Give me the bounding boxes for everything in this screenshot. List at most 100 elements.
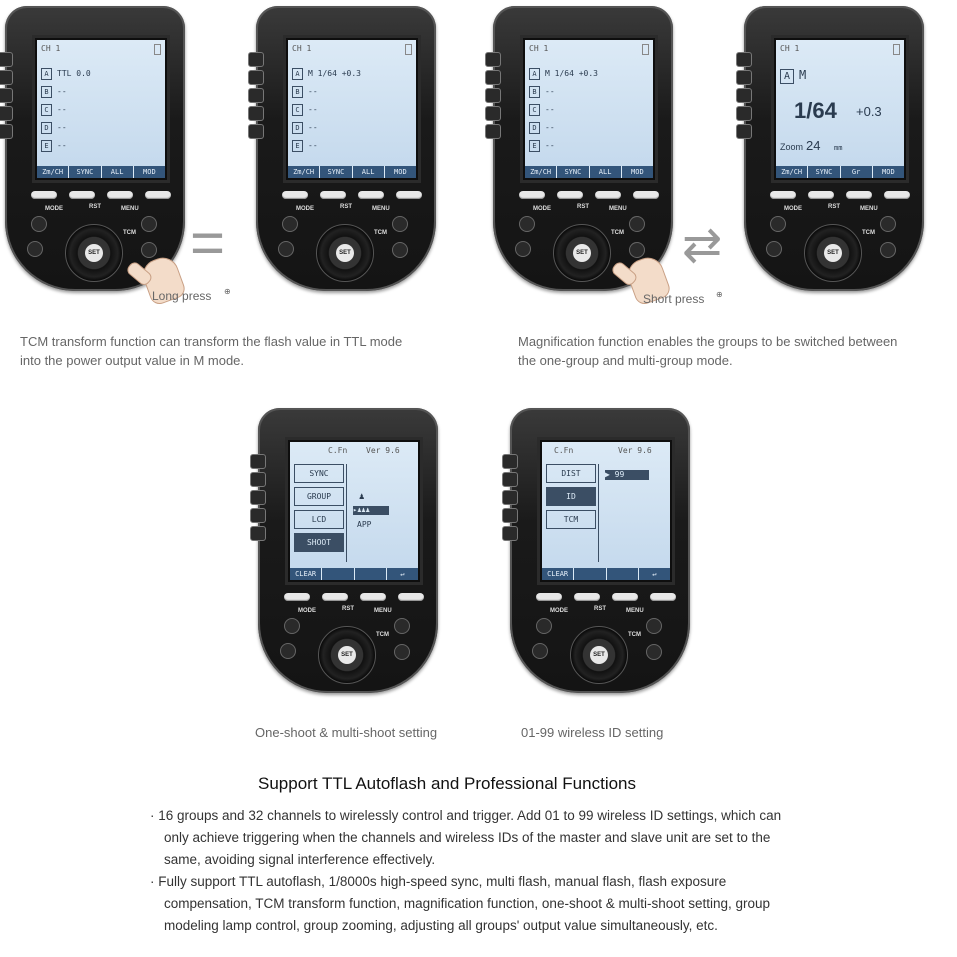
side-button[interactable] — [250, 490, 266, 505]
flash-button[interactable] — [532, 643, 548, 659]
side-button[interactable] — [250, 472, 266, 487]
menu-item-shoot[interactable]: SHOOT — [294, 533, 344, 552]
menu-button[interactable] — [880, 216, 896, 232]
side-button[interactable] — [485, 88, 501, 103]
tcm-button[interactable] — [629, 242, 645, 258]
soft-key[interactable] — [107, 191, 133, 199]
soft-key[interactable] — [557, 191, 583, 199]
side-button[interactable] — [736, 106, 752, 121]
side-button[interactable] — [250, 508, 266, 523]
menu-item-dist[interactable]: DIST — [546, 464, 596, 483]
mode-button[interactable] — [284, 618, 300, 634]
tcm-button[interactable] — [880, 242, 896, 258]
side-button[interactable] — [485, 106, 501, 121]
soft-key[interactable] — [360, 593, 386, 601]
side-button[interactable] — [485, 52, 501, 67]
menu-button[interactable] — [646, 618, 662, 634]
soft-key[interactable] — [69, 191, 95, 199]
menu-item-group[interactable]: GROUP — [294, 487, 344, 506]
soft-key[interactable] — [633, 191, 659, 199]
soft-key[interactable] — [358, 191, 384, 199]
control-dial[interactable]: SET — [316, 224, 374, 282]
soft-key[interactable] — [846, 191, 872, 199]
tcm-button[interactable] — [394, 644, 410, 660]
soft-key[interactable] — [282, 191, 308, 199]
control-dial[interactable]: SET — [553, 224, 611, 282]
soft-key[interactable] — [650, 593, 676, 601]
side-button[interactable] — [502, 526, 518, 541]
side-button[interactable] — [248, 124, 264, 139]
set-button[interactable]: SET — [338, 646, 356, 664]
soft-key[interactable] — [396, 191, 422, 199]
soft-key[interactable] — [612, 593, 638, 601]
soft-key[interactable] — [284, 593, 310, 601]
side-button[interactable] — [248, 88, 264, 103]
side-button[interactable] — [248, 52, 264, 67]
side-button[interactable] — [502, 508, 518, 523]
tcm-button[interactable] — [392, 242, 408, 258]
soft-key[interactable] — [320, 191, 346, 199]
side-button[interactable] — [0, 88, 13, 103]
id-value[interactable]: ▶ 99 — [605, 470, 649, 480]
tcm-button[interactable] — [646, 644, 662, 660]
soft-key[interactable] — [536, 593, 562, 601]
side-button[interactable] — [736, 88, 752, 103]
control-dial[interactable]: SET — [318, 626, 376, 684]
set-button[interactable]: SET — [573, 244, 591, 262]
side-button[interactable] — [0, 106, 13, 121]
soft-key[interactable] — [322, 593, 348, 601]
side-button[interactable] — [736, 124, 752, 139]
soft-key[interactable] — [145, 191, 171, 199]
soft-key[interactable] — [574, 593, 600, 601]
mode-button[interactable] — [770, 216, 786, 232]
side-button[interactable] — [485, 70, 501, 85]
flash-button[interactable] — [27, 241, 43, 257]
side-button[interactable] — [736, 52, 752, 67]
side-button[interactable] — [0, 52, 13, 67]
side-button[interactable] — [0, 70, 13, 85]
flash-button[interactable] — [766, 241, 782, 257]
soft-key[interactable] — [808, 191, 834, 199]
mode-button[interactable] — [519, 216, 535, 232]
soft-key[interactable] — [31, 191, 57, 199]
flash-button[interactable] — [515, 241, 531, 257]
flash-button[interactable] — [280, 643, 296, 659]
side-button[interactable] — [502, 454, 518, 469]
soft-key[interactable] — [519, 191, 545, 199]
menu-button[interactable] — [141, 216, 157, 232]
menu-item-id[interactable]: ID — [546, 487, 596, 506]
flash-button[interactable] — [278, 241, 294, 257]
soft-key[interactable] — [595, 191, 621, 199]
menu-button[interactable] — [629, 216, 645, 232]
side-button[interactable] — [485, 124, 501, 139]
mode-button[interactable] — [31, 216, 47, 232]
menu-button[interactable] — [392, 216, 408, 232]
control-dial[interactable]: SET — [570, 626, 628, 684]
set-button[interactable]: SET — [85, 244, 103, 262]
side-button[interactable] — [502, 472, 518, 487]
side-button[interactable] — [250, 526, 266, 541]
menu-item-tcm[interactable]: TCM — [546, 510, 596, 529]
menu-button[interactable] — [394, 618, 410, 634]
set-button[interactable]: SET — [336, 244, 354, 262]
mode-button[interactable] — [536, 618, 552, 634]
menu-item-sync[interactable]: SYNC — [294, 464, 344, 483]
control-dial[interactable]: SET — [804, 224, 862, 282]
control-dial[interactable]: SET — [65, 224, 123, 282]
set-button[interactable]: SET — [590, 646, 608, 664]
soft-key[interactable] — [884, 191, 910, 199]
channel-label: CH 1 — [780, 44, 800, 53]
soft-key[interactable] — [770, 191, 796, 199]
side-button[interactable] — [248, 106, 264, 121]
tcm-button[interactable] — [141, 242, 157, 258]
side-button[interactable] — [250, 454, 266, 469]
side-button[interactable] — [736, 70, 752, 85]
menu-item-lcd[interactable]: LCD — [294, 510, 344, 529]
set-button[interactable]: SET — [824, 244, 842, 262]
side-button[interactable] — [502, 490, 518, 505]
mode-button[interactable] — [282, 216, 298, 232]
side-button[interactable] — [248, 70, 264, 85]
side-button[interactable] — [0, 124, 13, 139]
soft-key[interactable] — [398, 593, 424, 601]
